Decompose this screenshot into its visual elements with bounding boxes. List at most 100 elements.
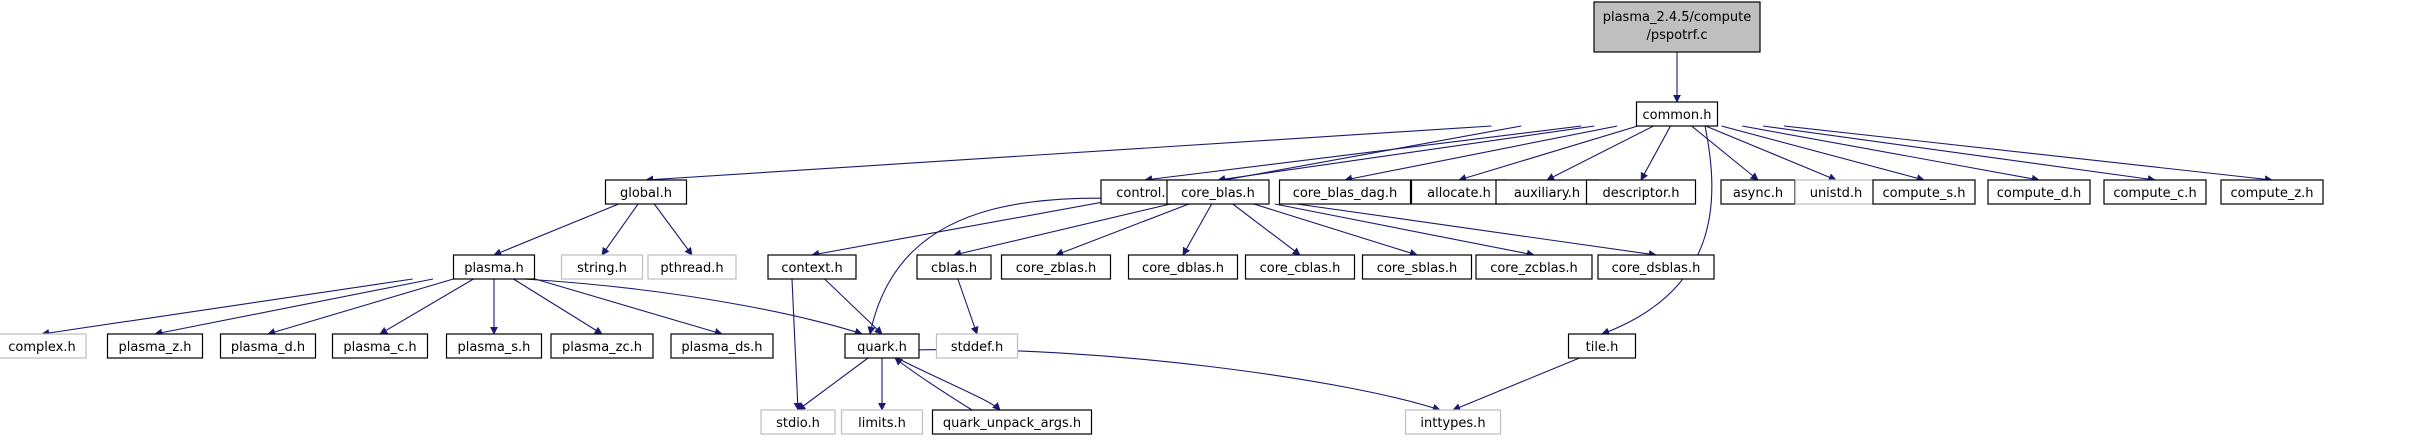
edge-common-h-to-core-blas-dag-h [1344, 125, 1618, 183]
edge-core-blas-h-to-core-dblas-h [1182, 203, 1213, 256]
edge-plasma-h-to-complex-h [41, 278, 413, 337]
node-core-dsblas-h[interactable]: core_dsblas.h [1597, 254, 1715, 280]
node-core-blas-dag-h[interactable]: core_blas_dag.h [1278, 179, 1412, 205]
edge-core-blas-h-to-core-sblas-h [1253, 203, 1418, 257]
node-compute-z-h[interactable]: compute_z.h [2220, 179, 2324, 205]
node-tile-h[interactable]: tile.h [1567, 333, 1637, 359]
node-compute-d-h[interactable]: compute_d.h [1987, 179, 2091, 205]
node-pthread-h[interactable]: pthread.h [647, 254, 737, 280]
node-box [1720, 179, 1796, 205]
node-global-h[interactable]: global.h [604, 179, 688, 205]
edge-plasma-h-to-plasma-c-h [379, 278, 474, 335]
node-label: compute_d.h [1997, 186, 2081, 201]
node-box [1495, 179, 1599, 205]
node-box [1410, 179, 1508, 205]
edge-global-h-to-string-h [601, 203, 639, 256]
node-box [1597, 254, 1715, 280]
node-label: plasma_2.4.5/compute [1603, 10, 1752, 25]
edge-common-h-to-unistd-h [1705, 125, 1837, 181]
edge-plasma-h-to-plasma-zc-h [513, 278, 603, 335]
node-label: unistd.h [1810, 186, 1863, 201]
edge-core-blas-h-to-core-cblas-h [1232, 203, 1301, 256]
node-cblas-h[interactable]: cblas.h [916, 254, 992, 280]
node-quark-unpack-args-h[interactable]: quark_unpack_args.h [931, 409, 1093, 435]
node-label: compute_c.h [2113, 186, 2196, 201]
edge-context-h-to-stdio-h [791, 278, 802, 411]
node-core-sblas-h[interactable]: core_sblas.h [1361, 254, 1473, 280]
edge-common-h-to-compute-d-h [1742, 125, 2040, 183]
edge-common-h-to-descriptor-h [1640, 125, 1672, 181]
edge-core-blas-h-to-core-zblas-h [1055, 203, 1190, 257]
node-box [1000, 254, 1112, 280]
node-core-zblas-h[interactable]: core_zblas.h [1000, 254, 1112, 280]
node-box [844, 333, 920, 359]
node-label: core_dsblas.h [1612, 261, 1701, 276]
node-complex-h[interactable]: complex.h [0, 333, 87, 359]
edge-global-h-to-pthread-h [653, 203, 693, 256]
edge-plasma-h-to-plasma-z-h [154, 278, 434, 337]
node-label: complex.h [8, 340, 75, 355]
node-compute-c-h[interactable]: compute_c.h [2103, 179, 2207, 205]
node-stddef-h[interactable]: stddef.h [935, 333, 1019, 359]
edge-core-blas-h-to-core-dsblas-h [1296, 203, 1657, 258]
node-descriptor-h[interactable]: descriptor.h [1585, 179, 1697, 205]
edge-plasma-h-to-plasma-d-h [267, 278, 454, 336]
node-core-blas-h[interactable]: core_blas.h [1166, 179, 1270, 205]
node-box [1987, 179, 2091, 205]
node-compute-s-h[interactable]: compute_s.h [1872, 179, 1976, 205]
node-quark-h[interactable]: quark.h [844, 333, 920, 359]
node-label: core_zcblas.h [1490, 261, 1578, 276]
node-label: core_zblas.h [1016, 261, 1096, 276]
node-label: core_cblas.h [1260, 261, 1341, 276]
node-plasma-ds-h[interactable]: plasma_ds.h [670, 333, 774, 359]
node-box [647, 254, 737, 280]
node-unistd-h[interactable]: unistd.h [1794, 179, 1878, 205]
node-plasma-z-h[interactable]: plasma_z.h [106, 333, 204, 359]
node-root[interactable]: plasma_2.4.5/compute/pspotrf.c [1593, 1, 1761, 53]
edge-tile-h-to-inttypes-h [1452, 357, 1580, 411]
node-plasma-s-h[interactable]: plasma_s.h [445, 333, 543, 359]
node-plasma-d-h[interactable]: plasma_d.h [219, 333, 317, 359]
node-common-h[interactable]: common.h [1635, 101, 1719, 127]
node-label: /pspotrf.c [1647, 28, 1708, 43]
node-limits-h[interactable]: limits.h [840, 409, 924, 435]
node-core-zcblas-h[interactable]: core_zcblas.h [1475, 254, 1593, 280]
node-box [1127, 254, 1239, 280]
node-label: plasma_ds.h [681, 340, 762, 355]
node-box [560, 254, 644, 280]
node-plasma-zc-h[interactable]: plasma_zc.h [550, 333, 654, 359]
edge-common-h-to-compute-s-h [1721, 125, 1925, 183]
node-box [1244, 254, 1356, 280]
node-core-cblas-h[interactable]: core_cblas.h [1244, 254, 1356, 280]
node-auxiliary-h[interactable]: auxiliary.h [1495, 179, 1599, 205]
edge-layer [41, 52, 2273, 412]
node-plasma-c-h[interactable]: plasma_c.h [331, 333, 429, 359]
node-label: auxiliary.h [1514, 186, 1580, 201]
node-allocate-h[interactable]: allocate.h [1410, 179, 1508, 205]
edge-plasma-h-to-plasma-ds-h [534, 278, 723, 336]
node-box [331, 333, 429, 359]
node-stdio-h[interactable]: stdio.h [760, 409, 836, 435]
edge-core-blas-h-to-core-zcblas-h [1274, 203, 1535, 258]
node-label: core_blas_dag.h [1293, 186, 1398, 201]
node-label: limits.h [858, 416, 906, 431]
node-string-h[interactable]: string.h [560, 254, 644, 280]
node-context-h[interactable]: context.h [767, 254, 857, 280]
edge-quark-h-to-quark-unpack-args-h [896, 357, 1001, 411]
node-async-h[interactable]: async.h [1720, 179, 1796, 205]
node-box [1585, 179, 1697, 205]
node-core-dblas-h[interactable]: core_dblas.h [1127, 254, 1239, 280]
node-label: compute_z.h [2230, 186, 2313, 201]
node-label: context.h [781, 261, 842, 276]
node-inttypes-h[interactable]: inttypes.h [1404, 409, 1502, 435]
node-plasma-h[interactable]: plasma.h [452, 254, 536, 280]
node-label: plasma_c.h [343, 340, 416, 355]
node-box [2220, 179, 2324, 205]
edge-plasma-h-to-quark-h [523, 278, 863, 336]
node-label: core_sblas.h [1377, 261, 1457, 276]
edge-common-h-to-auxiliary-h [1546, 125, 1654, 181]
node-label: plasma_s.h [458, 340, 531, 355]
node-label: pthread.h [660, 261, 723, 276]
node-label: stdio.h [776, 416, 820, 431]
